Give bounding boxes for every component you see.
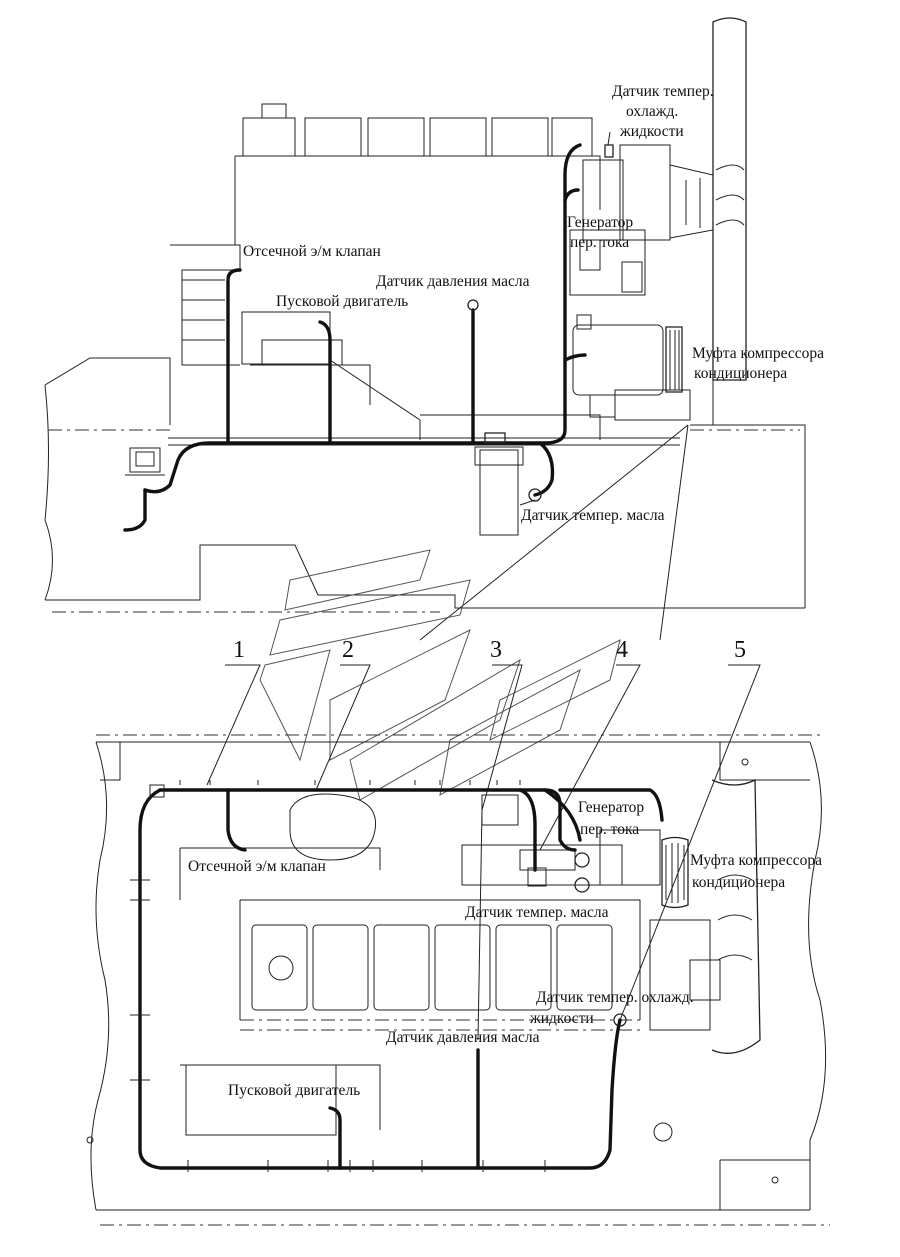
top-shutoff-valve-label: Отсечной э/м клапан <box>243 243 381 260</box>
bottom-coolant-sensor-label-1: Датчик темпер. охлажд. <box>536 989 694 1006</box>
bottom-compressor-clutch-label-1: Муфта компрессора <box>690 852 822 869</box>
engine-plan <box>179 793 641 1136</box>
top-starter-engine-label: Пусковой двигатель <box>276 293 408 310</box>
bottom-view: 1 2 3 4 5 Генератор пер. тока Муфта комп… <box>86 637 830 1226</box>
top-view: Датчик темпер. охлажд. жидкости Генерато… <box>44 17 824 613</box>
top-labels: Датчик темпер. охлажд. жидкости Генерато… <box>243 83 824 524</box>
bottom-starter-engine-label: Пусковой двигатель <box>228 1082 360 1099</box>
ac-compressor <box>572 314 691 421</box>
callout-5: 5 <box>734 637 746 663</box>
top-oil-temp-sensor-label: Датчик темпер. масла <box>521 507 665 524</box>
callout-1: 1 <box>233 637 245 663</box>
bottom-coolant-sensor-label-2: жидкости <box>529 1010 594 1027</box>
bottom-alternator-label-1: Генератор <box>578 799 644 816</box>
bottom-shutoff-valve-label: Отсечной э/м клапан <box>188 858 326 875</box>
callout-numbers: 1 2 3 4 5 <box>233 637 746 663</box>
cylinder-head <box>234 103 601 245</box>
callout-2: 2 <box>342 637 354 663</box>
top-compressor-clutch-label-1: Муфта компрессора <box>692 345 824 362</box>
callout-4: 4 <box>616 637 628 663</box>
top-coolant-sensor-label-3: жидкости <box>619 123 684 140</box>
top-alternator-label-1: Генератор <box>567 214 633 231</box>
top-coolant-sensor-label-1: Датчик темпер. <box>612 83 714 100</box>
top-leader-lines <box>519 131 611 506</box>
watermark-logo <box>259 549 621 801</box>
bottom-compressor-clutch-label-2: кондиционера <box>692 874 785 891</box>
callout-leaders <box>206 664 761 1041</box>
oil-filter <box>474 446 524 536</box>
frame-rail-side <box>44 357 806 613</box>
top-wiring-harness <box>123 143 614 532</box>
callout-3: 3 <box>490 637 502 663</box>
bottom-wiring-harness <box>130 780 664 1172</box>
engine-block <box>168 244 680 446</box>
top-oil-pressure-sensor-label: Датчик давления масла <box>376 273 530 290</box>
projection-lines <box>419 424 689 641</box>
top-compressor-clutch-label-2: кондиционера <box>694 365 787 382</box>
bottom-right-rail <box>711 778 761 1054</box>
top-alternator-label-2: пер. тока <box>570 234 629 251</box>
alternator-assembly <box>569 144 714 296</box>
bottom-labels: Генератор пер. тока Муфта компрессора ко… <box>188 799 822 1099</box>
chassis-frame <box>86 734 830 1226</box>
bottom-oil-pressure-sensor-label: Датчик давления масла <box>386 1029 540 1046</box>
bottom-alternator-compressor <box>461 794 721 1031</box>
exhaust-pipe <box>712 17 747 425</box>
top-coolant-sensor-label-2: охлажд. <box>626 103 678 120</box>
top-harness-connector <box>125 447 165 476</box>
bottom-oil-temp-sensor-label: Датчик темпер. масла <box>465 904 609 921</box>
bottom-alternator-label-2: пер. тока <box>580 821 639 838</box>
